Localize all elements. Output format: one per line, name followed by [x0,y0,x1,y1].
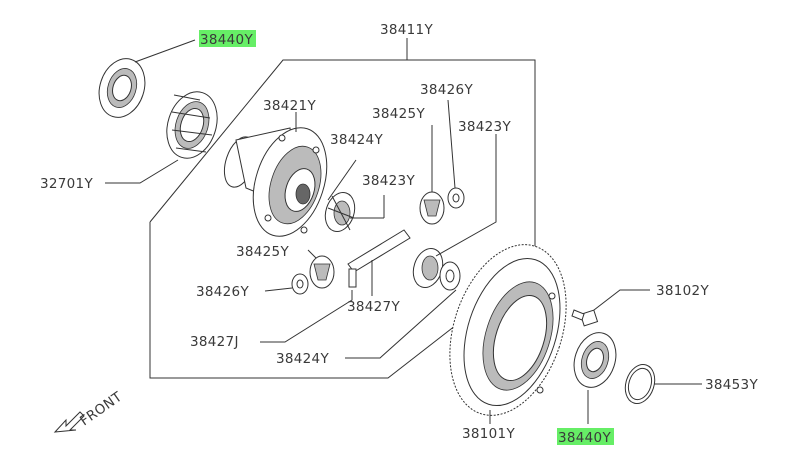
label-38453[interactable]: 38453Y [705,377,758,393]
label-38423-right[interactable]: 38423Y [458,119,511,135]
label-38424-upper[interactable]: 38424Y [330,132,383,148]
label-38424-lower[interactable]: 38424Y [276,351,329,367]
thrust-washer-upper [447,99,465,209]
label-38411[interactable]: 38411Y [380,22,433,38]
ring-gear [449,244,567,424]
label-front: FRONT [77,389,126,430]
highlight-38440-top [199,30,256,47]
label-38101[interactable]: 38101Y [462,426,515,442]
label-38421[interactable]: 38421Y [263,98,316,114]
highlight-38440-bottom [557,428,614,445]
label-38425-upper[interactable]: 38425Y [372,106,425,122]
lock-pin [260,268,357,343]
label-38426-lower[interactable]: 38426Y [196,284,249,300]
assembly-frame [149,38,536,379]
label-38440-top[interactable]: 38440Y [200,32,253,48]
side-gear-right [345,134,497,359]
label-38425-lower[interactable]: 38425Y [236,244,289,260]
label-38423-left[interactable]: 38423Y [362,173,415,189]
ring-gear-bolt [571,289,650,327]
label-38440-bottom[interactable]: 38440Y [558,430,611,446]
pinion-shaft [347,229,411,296]
side-shim [624,363,702,405]
differential-case [223,112,328,237]
bearing-top [98,39,196,118]
label-38426-upper[interactable]: 38426Y [420,82,473,98]
side-gear-left [324,159,385,233]
bearing-bottom [573,332,617,424]
pinion-gear-lower [307,249,335,289]
label-32701[interactable]: 32701Y [40,176,93,192]
label-38427[interactable]: 38427Y [347,299,400,315]
label-38102[interactable]: 38102Y [656,283,709,299]
label-38427j[interactable]: 38427J [190,334,239,350]
thrust-washer-lower [264,273,309,295]
front-direction-arrow-icon [53,411,85,433]
pinion-gear-upper [419,125,445,225]
speedo-gear [105,91,218,184]
